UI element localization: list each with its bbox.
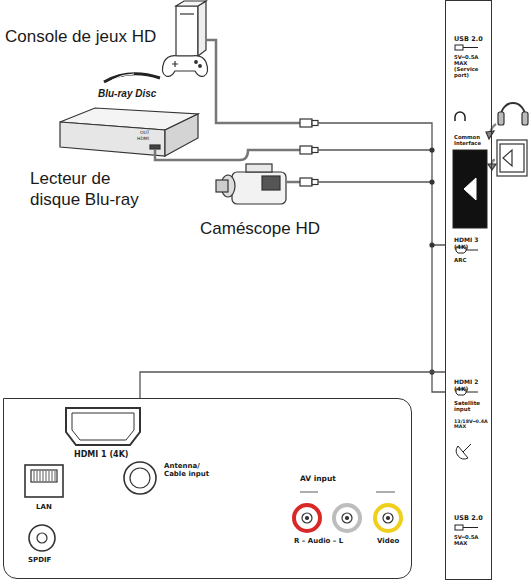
port-label: Antenna/ Cable input: [164, 462, 219, 478]
hdmi-cable: [140, 372, 445, 398]
port-label: HDMI 1 (4K): [74, 450, 129, 459]
port-label: LAN: [36, 503, 52, 511]
device-label: Console de jeux HD: [5, 26, 156, 47]
port-label: USB 2.0: [454, 36, 483, 43]
rear-panel: HDMI 1 (4K) LAN Antenna/ Cable input AV inp…: [3, 398, 412, 579]
port-label: 13/18V━0.4A MAX: [454, 419, 491, 430]
device-label: Lecteur de disque Blu-ray: [30, 168, 155, 211]
device-label: Blu-ray Disc: [98, 88, 156, 101]
device-label: Caméscope HD: [200, 218, 320, 239]
port-label: Satellite input: [454, 400, 491, 413]
port-label: Video: [377, 537, 399, 545]
side-panel: USB 2.0 5V━0.5A MAX (Service port) Common …: [445, 0, 492, 580]
device-label: OUT: [140, 130, 150, 136]
port-label: ARC: [454, 257, 467, 263]
port-label: USB 2.0: [454, 515, 483, 522]
port-label: Common Interface: [454, 134, 491, 146]
port-label: SPDIF: [28, 556, 51, 564]
port-label: 5V━0.5A MAX (Service port): [454, 54, 491, 78]
device-label: HDMI: [137, 136, 149, 142]
port-label: HDMI 3 (4K): [454, 237, 491, 251]
port-label: HDMI 2 (4K): [454, 379, 491, 393]
port-label: R – Audio – L: [294, 537, 343, 545]
port-label: 5V━0.5A MAX: [454, 534, 491, 546]
port-label: AV input: [300, 475, 336, 484]
